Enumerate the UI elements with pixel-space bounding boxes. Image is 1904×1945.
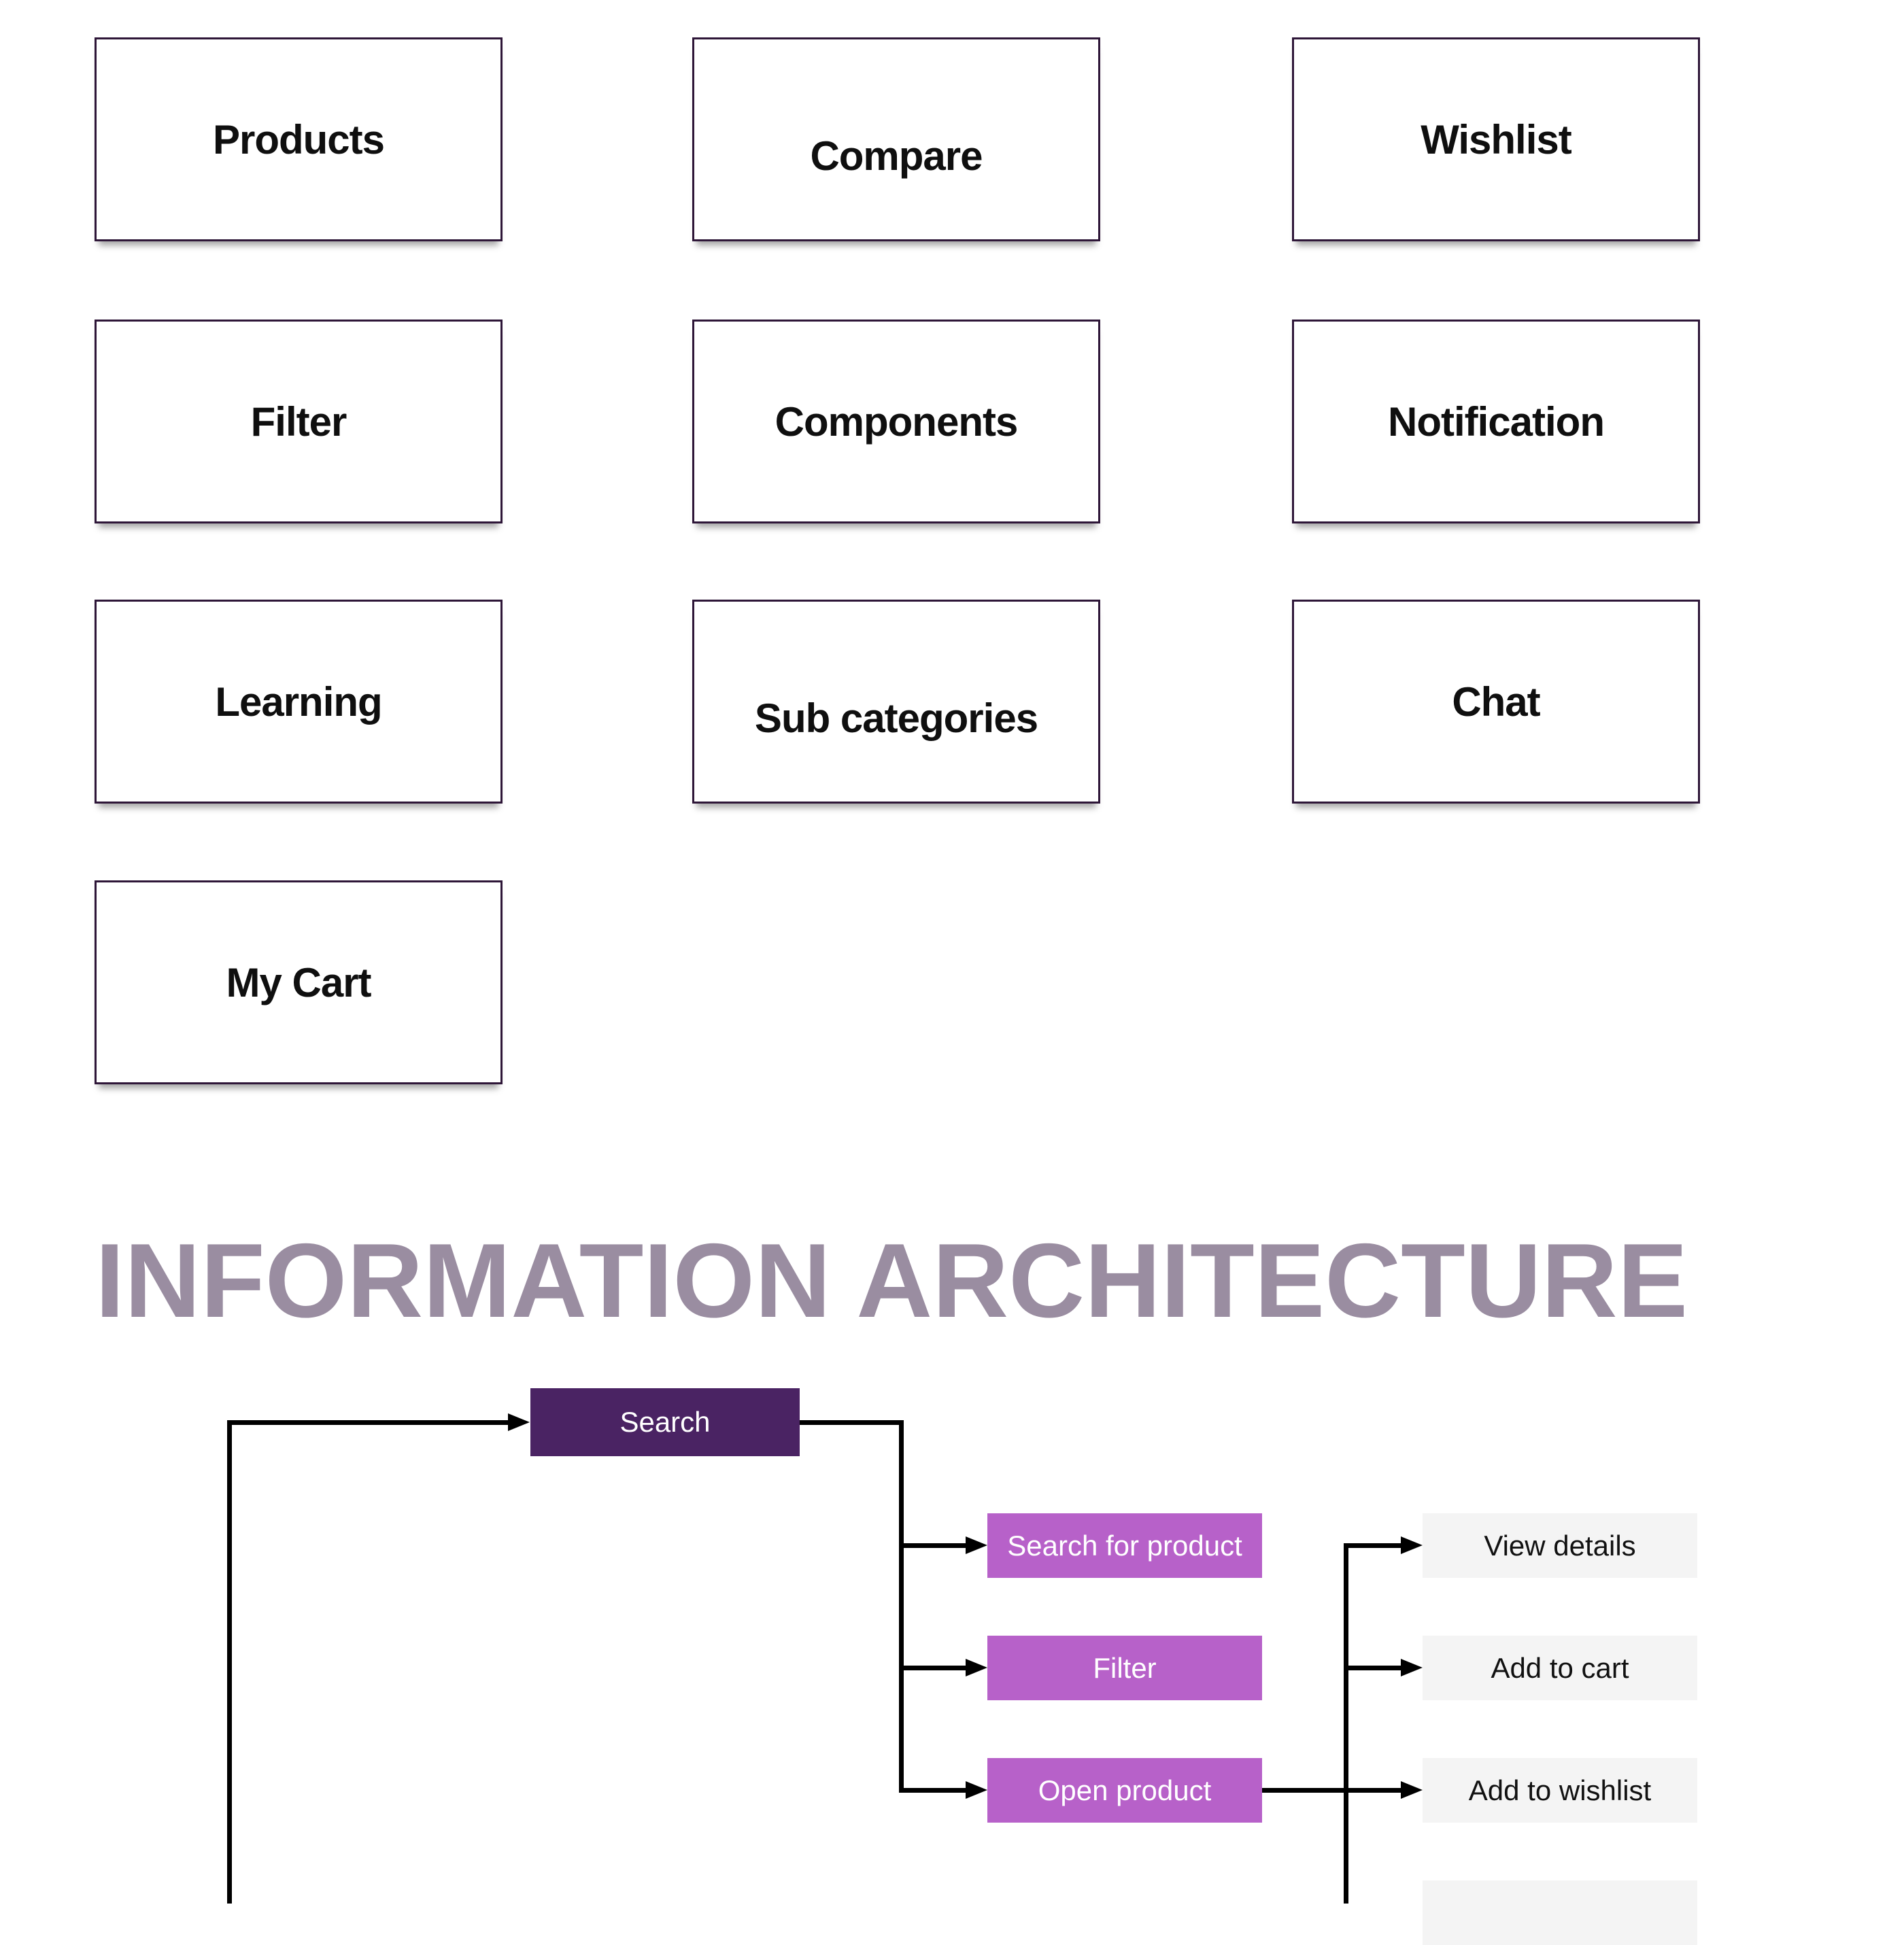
page-title: INFORMATION ARCHITECTURE: [95, 1222, 1688, 1339]
flow-node-search: Search: [530, 1388, 800, 1456]
arrow-head-icon: [1401, 1659, 1423, 1676]
sitemap-box-my-cart: My Cart: [95, 880, 503, 1084]
flow-node-open-product: Open product: [987, 1758, 1262, 1823]
arrow-head-icon: [1401, 1536, 1423, 1554]
connector-line: [904, 1543, 966, 1548]
connector-line: [899, 1420, 904, 1793]
arrow-head-icon: [966, 1536, 987, 1554]
arrow-head-icon: [966, 1659, 987, 1676]
sitemap-box-notification: Notification: [1292, 320, 1700, 523]
sitemap-box-filter: Filter: [95, 320, 503, 523]
node-label: Add to wishlist: [1468, 1774, 1652, 1806]
connector-line: [904, 1666, 966, 1670]
connector-line: [899, 1788, 966, 1793]
node-label: Search for product: [1007, 1529, 1242, 1562]
box-label: Sub categories: [754, 695, 1038, 741]
sitemap-box-wishlist: Wishlist: [1292, 37, 1700, 241]
node-label: Open product: [1038, 1774, 1212, 1806]
connector-line: [1348, 1666, 1401, 1670]
box-label: Wishlist: [1421, 116, 1571, 162]
connector-line: [800, 1420, 904, 1425]
sitemap-box-learning: Learning: [95, 600, 503, 804]
arrow-head-icon: [508, 1413, 530, 1431]
sitemap-box-products: Products: [95, 37, 503, 241]
flow-node-filter: Filter: [987, 1636, 1262, 1700]
box-label: Components: [775, 398, 1019, 445]
box-label: Compare: [810, 133, 983, 179]
sitemap-box-compare: Compare: [692, 37, 1100, 241]
box-label: Filter: [250, 398, 347, 445]
flow-node-view-details: View details: [1423, 1513, 1697, 1578]
connector-line: [1344, 1543, 1348, 1904]
node-label: Filter: [1093, 1651, 1157, 1684]
node-label: View details: [1484, 1529, 1636, 1562]
connector-line: [1262, 1788, 1401, 1793]
node-label: Add to cart: [1491, 1651, 1629, 1684]
flow-node-partial-bottom: [1423, 1880, 1697, 1945]
sitemap-box-chat: Chat: [1292, 600, 1700, 804]
flow-node-search-for-product: Search for product: [987, 1513, 1262, 1578]
arrow-head-icon: [966, 1781, 987, 1799]
connector-line: [1344, 1543, 1401, 1548]
node-label: Search: [619, 1406, 711, 1438]
flow-node-add-to-wishlist: Add to wishlist: [1423, 1758, 1697, 1823]
arrow-head-icon: [1401, 1781, 1423, 1799]
connector-line: [227, 1420, 232, 1904]
sitemap-box-components: Components: [692, 320, 1100, 523]
box-label: My Cart: [226, 959, 371, 1005]
flow-node-add-to-cart: Add to cart: [1423, 1636, 1697, 1700]
box-label: Learning: [215, 678, 382, 725]
box-label: Products: [212, 116, 385, 162]
box-label: Chat: [1452, 678, 1540, 725]
sitemap-box-sub-categories: Sub categories: [692, 600, 1100, 804]
box-label: Notification: [1388, 398, 1605, 445]
connector-line: [227, 1420, 508, 1425]
